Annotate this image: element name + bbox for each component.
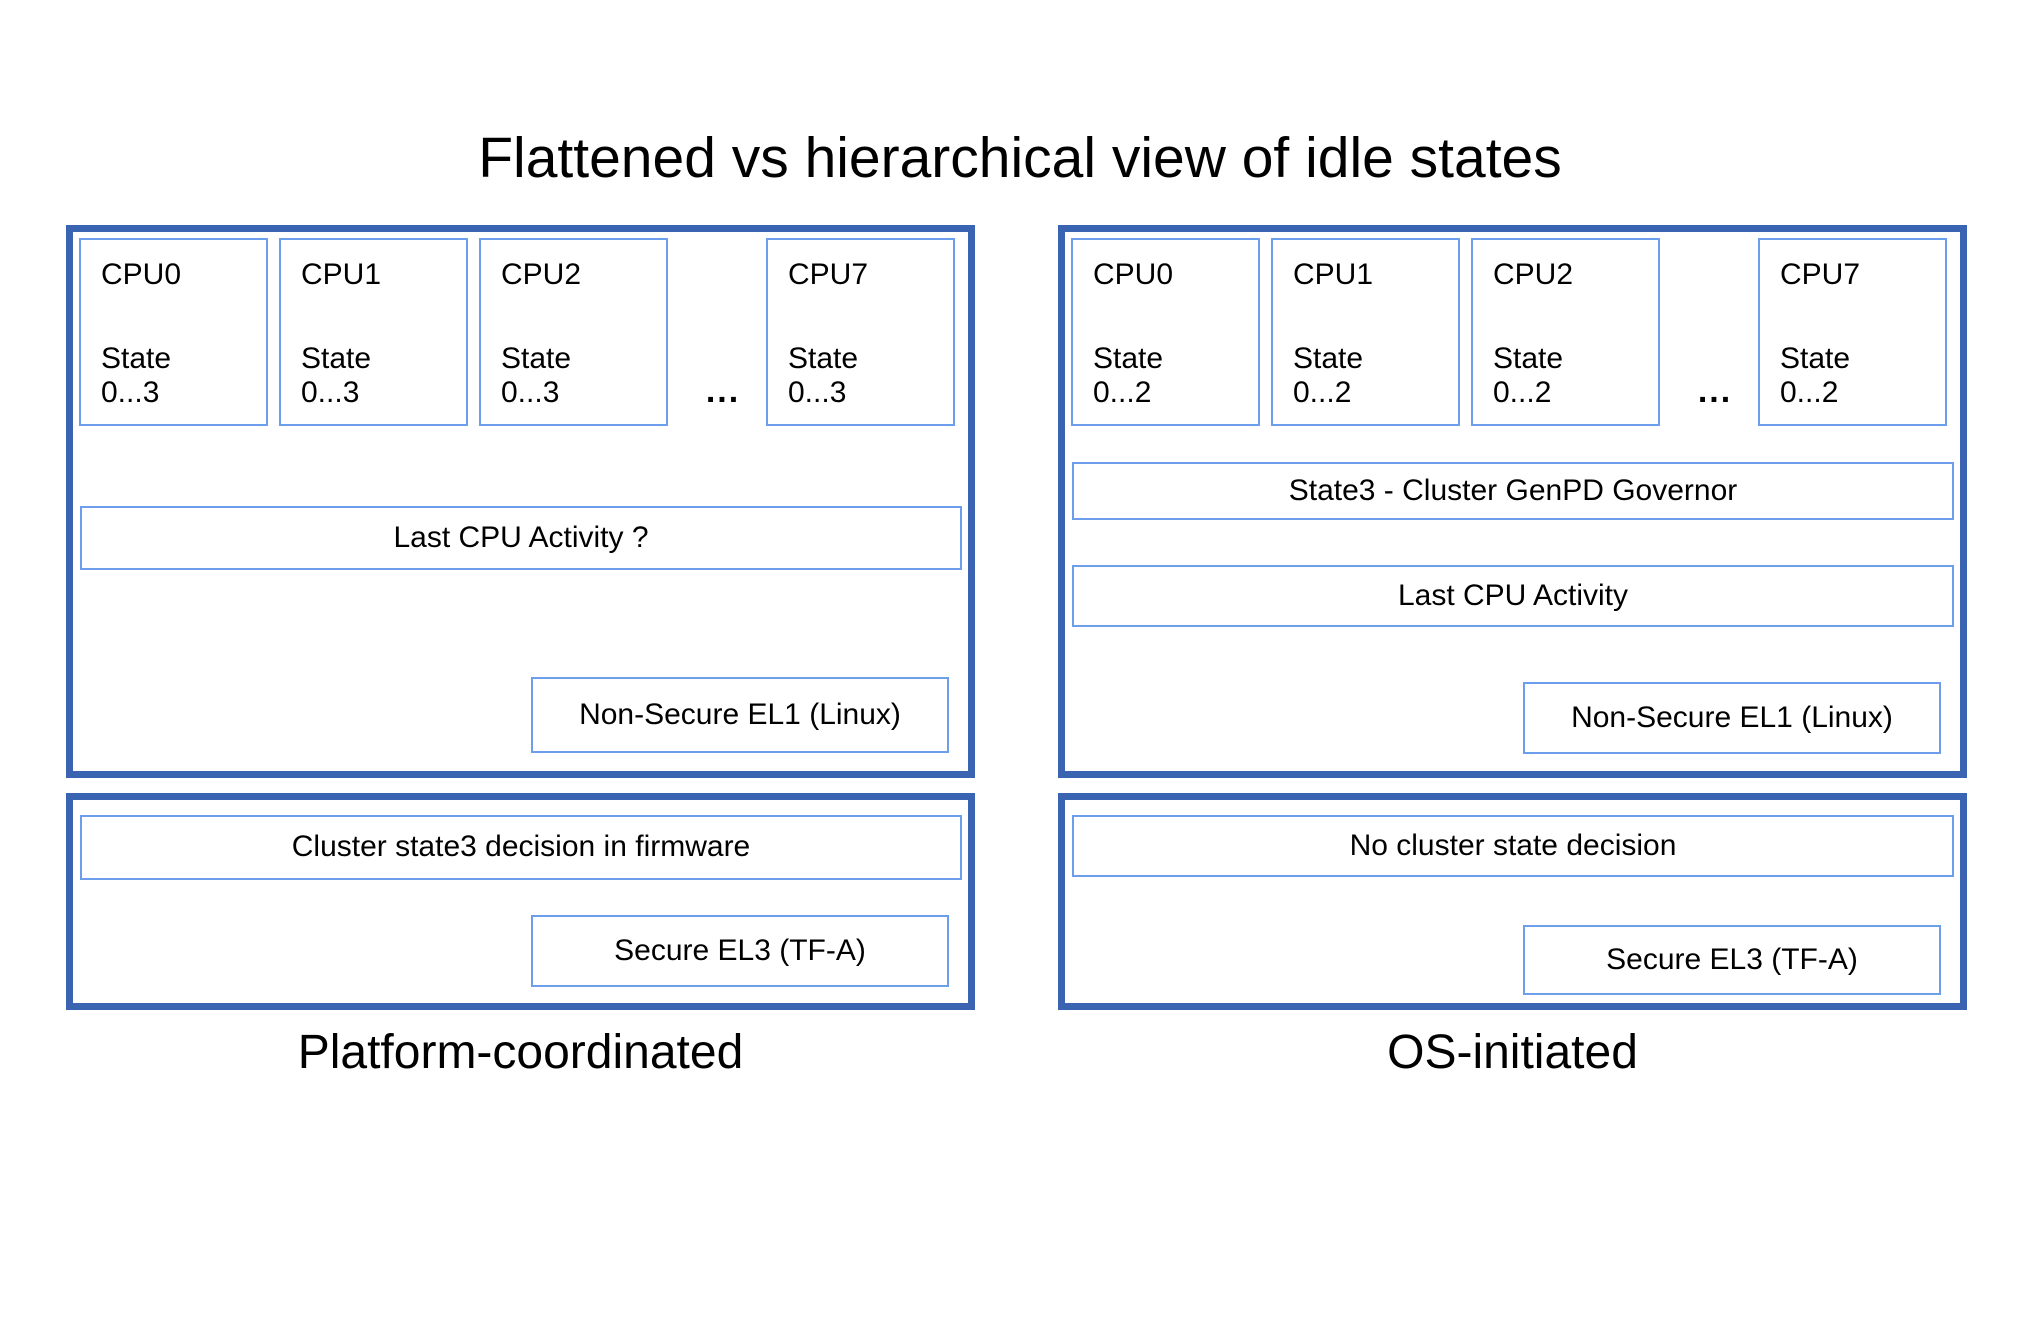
left-secure-el3-box: Secure EL3 (TF-A) — [531, 915, 949, 987]
cpu-state-label: State — [501, 342, 572, 375]
cpu-label: CPU1 — [1293, 258, 1374, 291]
cpu-state-range: 0...3 — [101, 376, 160, 409]
right-cpu1-box: CPU1 State 0...2 — [1271, 238, 1460, 426]
cpu-label: CPU2 — [501, 258, 582, 291]
cpu-state-label: State — [1493, 342, 1564, 375]
right-cpu2-box: CPU2 State 0...2 — [1471, 238, 1660, 426]
cpu-label: CPU1 — [301, 258, 382, 291]
cpu-state: State 0...3 — [501, 342, 571, 410]
right-last-cpu-activity-box: Last CPU Activity — [1072, 565, 1954, 627]
cpu-state-label: State — [1293, 342, 1364, 375]
cpu-state-range: 0...2 — [1293, 376, 1352, 409]
left-caption: Platform-coordinated — [297, 1026, 744, 1079]
cpu-state: State 0...2 — [1093, 342, 1163, 410]
right-caption: OS-initiated — [1387, 1026, 1638, 1079]
cpu-state-label: State — [788, 342, 859, 375]
cpu-label: CPU7 — [1780, 258, 1861, 291]
left-secure-panel: Cluster state3 decision in firmware Secu… — [66, 793, 975, 1010]
left-cpu1-box: CPU1 State 0...3 — [279, 238, 468, 426]
cpu-state: State 0...3 — [788, 342, 858, 410]
cpu-state: State 0...2 — [1293, 342, 1363, 410]
cpu-state: State 0...2 — [1780, 342, 1850, 410]
cpu-state-range: 0...2 — [1780, 376, 1839, 409]
cpu-ellipsis: ... — [705, 372, 741, 410]
left-cpu0-box: CPU0 State 0...3 — [79, 238, 268, 426]
right-nonsecure-panel: CPU0 State 0...2 CPU1 State 0...2 CPU2 S… — [1058, 225, 1967, 778]
cpu-state-label: State — [1780, 342, 1851, 375]
right-nonsecure-el1-box: Non-Secure EL1 (Linux) — [1523, 682, 1941, 754]
right-secure-panel: No cluster state decision Secure EL3 (TF… — [1058, 793, 1967, 1010]
left-nonsecure-panel: CPU0 State 0...3 CPU1 State 0...3 CPU2 S… — [66, 225, 975, 778]
left-cluster-decision-box: Cluster state3 decision in firmware — [80, 815, 962, 880]
right-cluster-decision-box: No cluster state decision — [1072, 815, 1954, 877]
left-cpu2-box: CPU2 State 0...3 — [479, 238, 668, 426]
cpu-state: State 0...3 — [101, 342, 171, 410]
page-title: Flattened vs hierarchical view of idle s… — [478, 126, 1562, 190]
cpu-state-range: 0...2 — [1493, 376, 1552, 409]
cpu-state-label: State — [101, 342, 172, 375]
cpu-label: CPU0 — [101, 258, 182, 291]
left-last-cpu-activity-box: Last CPU Activity ? — [80, 506, 962, 570]
cpu-state-range: 0...3 — [301, 376, 360, 409]
right-genpd-governor-box: State3 - Cluster GenPD Governor — [1072, 462, 1954, 520]
os-initiated-column: CPU0 State 0...2 CPU1 State 0...2 CPU2 S… — [1058, 225, 1967, 1125]
cpu-label: CPU0 — [1093, 258, 1174, 291]
platform-coordinated-column: CPU0 State 0...3 CPU1 State 0...3 CPU2 S… — [66, 225, 975, 1125]
right-cpu0-box: CPU0 State 0...2 — [1071, 238, 1260, 426]
cpu-state-range: 0...3 — [788, 376, 847, 409]
cpu-state-range: 0...2 — [1093, 376, 1152, 409]
cpu-label: CPU2 — [1493, 258, 1574, 291]
cpu-state: State 0...2 — [1493, 342, 1563, 410]
cpu-state: State 0...3 — [301, 342, 371, 410]
cpu-state-label: State — [301, 342, 372, 375]
cpu-label: CPU7 — [788, 258, 869, 291]
right-cpu7-box: CPU7 State 0...2 — [1758, 238, 1947, 426]
left-cpu7-box: CPU7 State 0...3 — [766, 238, 955, 426]
left-nonsecure-el1-box: Non-Secure EL1 (Linux) — [531, 677, 949, 753]
cpu-ellipsis: ... — [1697, 372, 1733, 410]
cpu-state-label: State — [1093, 342, 1164, 375]
right-secure-el3-box: Secure EL3 (TF-A) — [1523, 925, 1941, 995]
cpu-state-range: 0...3 — [501, 376, 560, 409]
